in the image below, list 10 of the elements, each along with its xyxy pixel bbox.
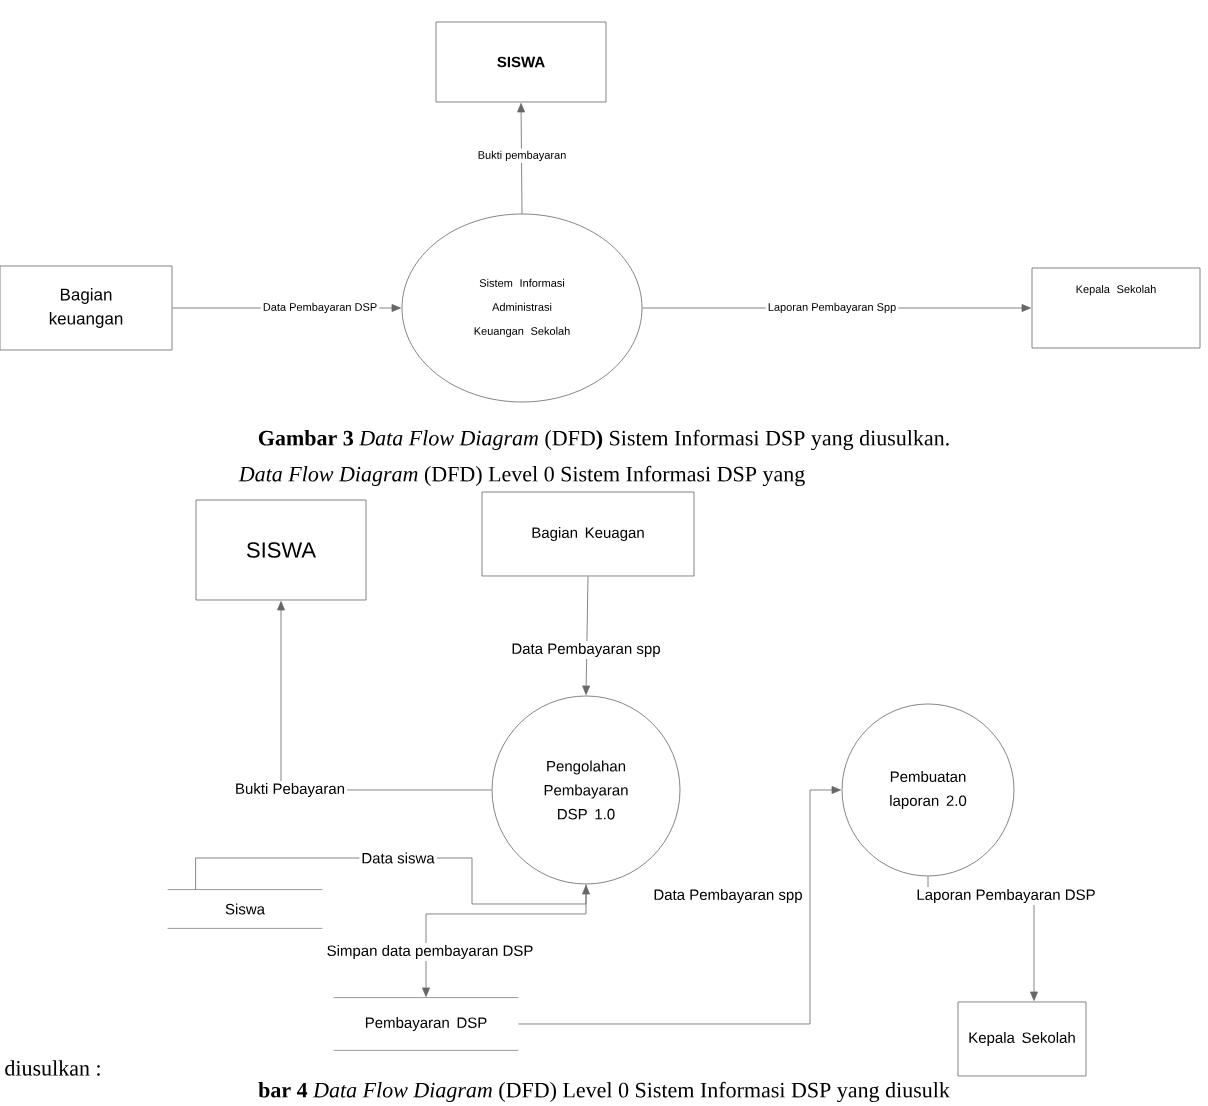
arrow: [517, 103, 525, 214]
arrow: [518, 786, 841, 1025]
entity-box: SISWA: [195, 499, 367, 601]
caption-text: Gambar 3 Data Flow Diagram (DFD) Sistem Informasi DSP yang diusulkan.: [258, 429, 949, 451]
arrow: [422, 884, 587, 997]
arrow: [582, 576, 591, 695]
entity-box: Bagian keuangan: [0, 265, 173, 351]
caption-text: Data Flow Diagram (DFD) Level 0 Sistem Informasi DSP yang: [238, 465, 805, 487]
caption-text: bar 4 Data Flow Diagram (DFD) Level 0 Sistem Informasi DSP yang diusulk: [258, 1081, 950, 1103]
caption-text: diusulkan :: [5, 1060, 100, 1076]
